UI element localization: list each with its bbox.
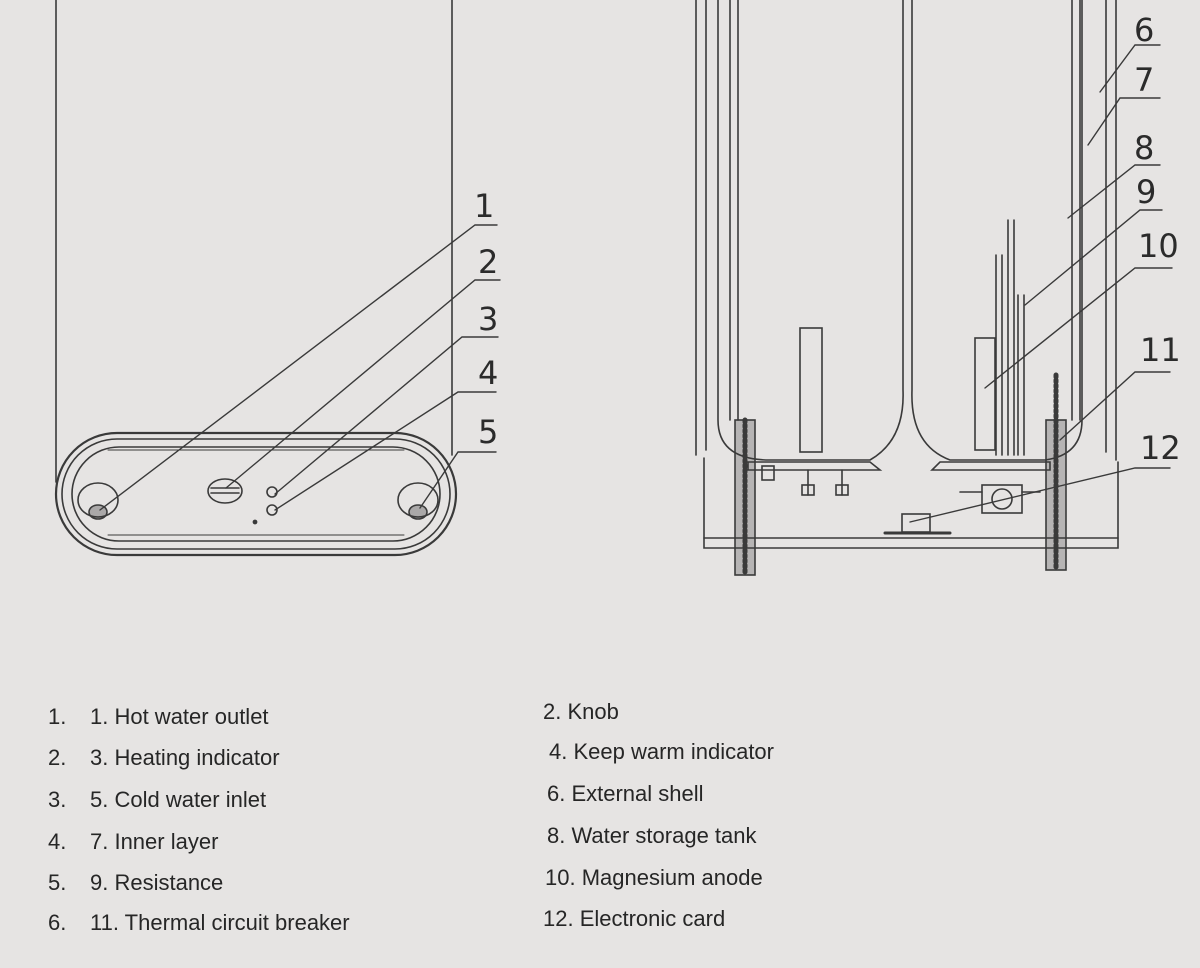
callout-7: 7 [1134,61,1155,99]
magnesium-anode [799,327,823,453]
callout-3: 3 [478,300,499,338]
callout-5: 5 [478,413,499,451]
legend-item: 2. Knob [543,699,619,724]
water-storage-tank [717,0,1083,461]
left-rod [734,417,756,578]
indicator-lights [252,486,278,525]
leader-lines-left [99,224,501,511]
callout-6: 6 [1134,11,1155,49]
resistance [974,219,1025,456]
bottom-plate [54,431,458,557]
legend-item: 8. Water storage tank [547,823,757,848]
callout-1: 1 [474,187,495,225]
electronic-card [883,513,952,535]
callout-12: 12 [1140,429,1181,467]
callout-2: 2 [478,243,499,281]
inner-layer [705,0,1107,453]
callout-11: 11 [1140,331,1181,369]
legend-item: 4. Keep warm indicator [549,739,774,764]
callout-8: 8 [1134,129,1155,167]
cold-water-inlet [397,482,439,520]
legend-item: 12. Electronic card [543,906,726,931]
callout-10: 10 [1138,227,1179,265]
callout-4: 4 [478,354,499,392]
flange-plate [747,461,1051,496]
heater-body-left [55,0,453,483]
leader-lines-right [909,44,1173,523]
right-rod [1045,372,1067,573]
thermal-circuit-breaker [959,484,1041,514]
legend-item: 10. Magnesium anode [545,865,763,890]
knob [207,478,243,504]
callout-9: 9 [1136,173,1157,211]
legend-item: 6. External shell [547,781,704,806]
